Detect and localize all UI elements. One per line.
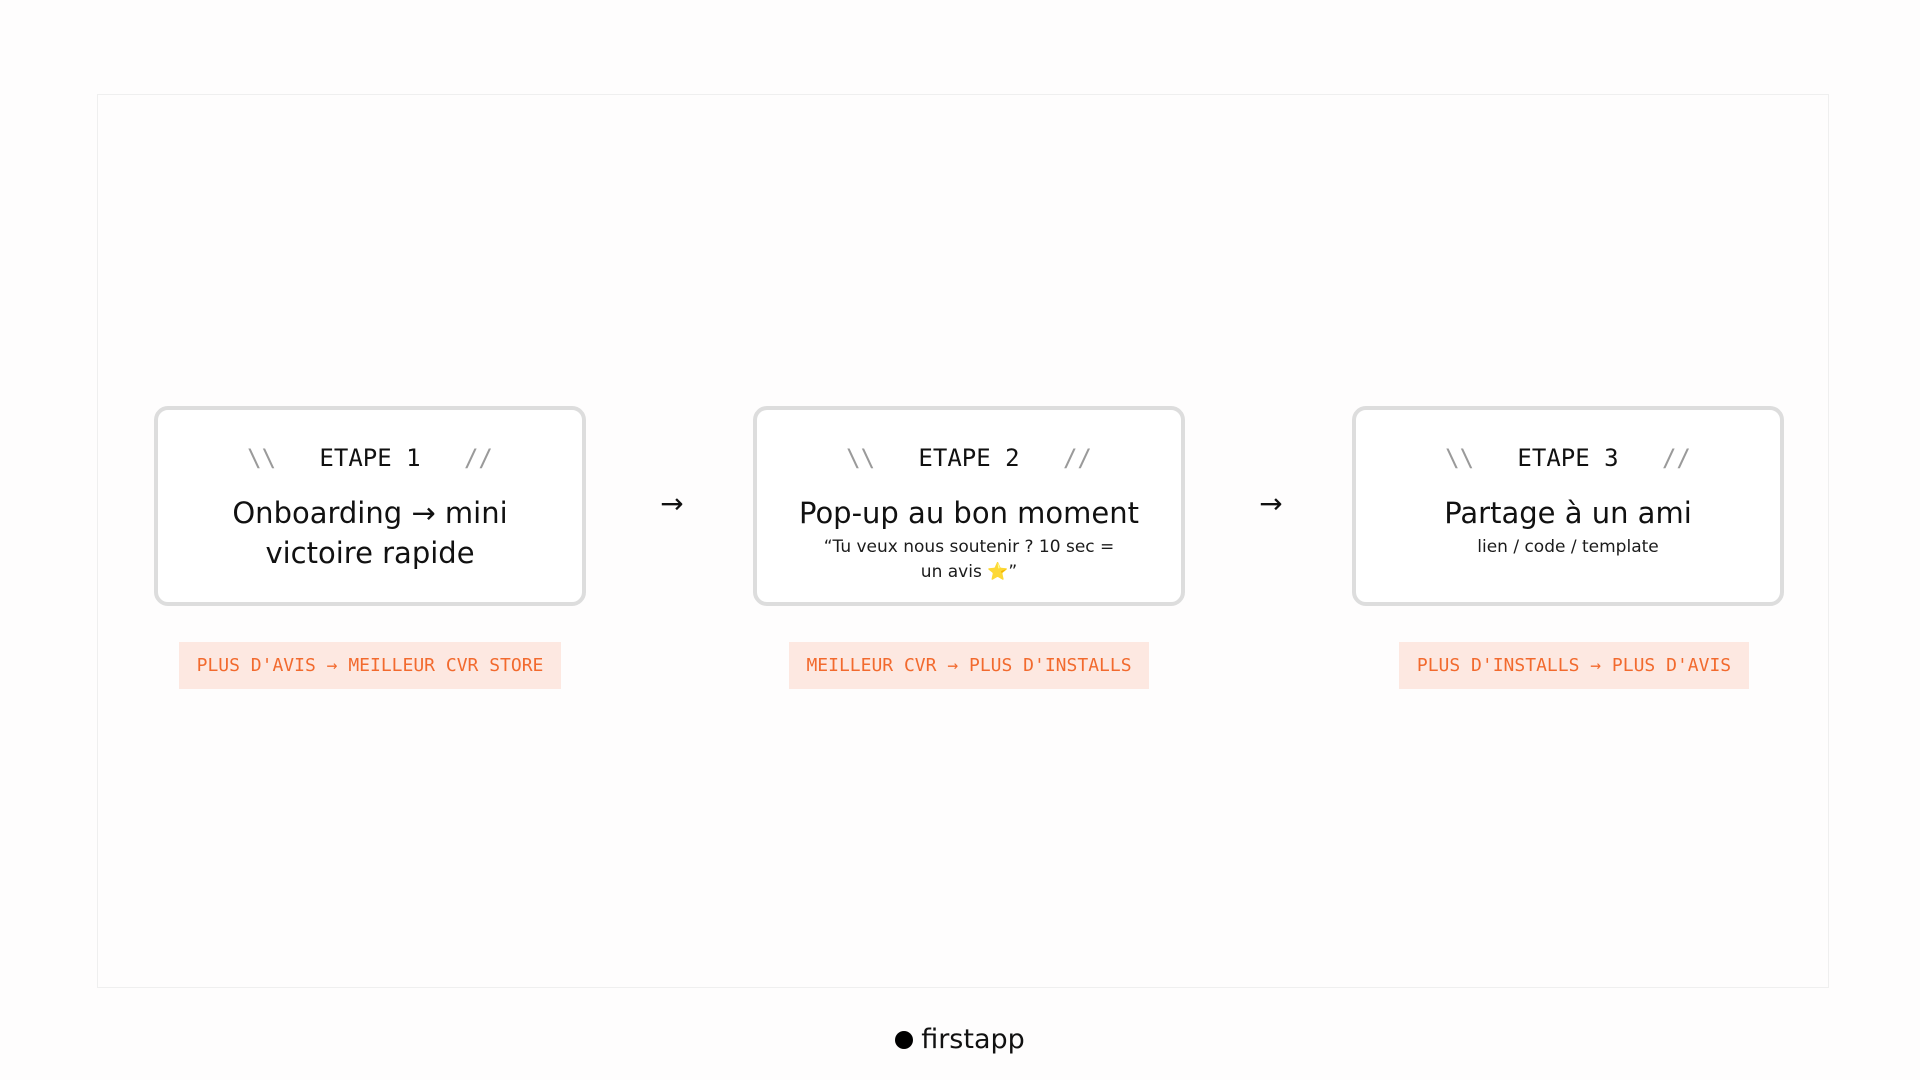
brand-name: firstapp [921, 1024, 1025, 1055]
step-1-outcome-tag: PLUS D'AVIS → MEILLEUR CVR STORE [179, 642, 561, 689]
step-3-left-slashes: \\ [1445, 444, 1475, 472]
step-2-left-slashes: \\ [846, 444, 876, 472]
step-header-1: \\ ETAPE 1 // [158, 443, 582, 473]
step-2-right-slashes: // [1062, 444, 1092, 472]
connector-arrow-2: → [1259, 487, 1283, 520]
step-3-right-slashes: // [1661, 444, 1691, 472]
step-3-subtitle: lien / code / template [1477, 537, 1659, 557]
footer: firstapp [0, 1020, 1920, 1060]
step-3-outcome-tag: PLUS D'INSTALLS → PLUS D'AVIS [1399, 642, 1749, 689]
step-1-title: Onboarding → mini victoire rapide [232, 496, 508, 570]
step-2-title: Pop-up au bon moment [798, 496, 1140, 530]
step-2-subtitle: “Tu veux nous soutenir ? 10 sec = un avi… [823, 537, 1115, 582]
step-card-1: \\ ETAPE 1 // Onboarding → mini victoire… [154, 406, 586, 606]
step-header-2: \\ ETAPE 2 // [757, 443, 1181, 473]
step-header-3: \\ ETAPE 3 // [1356, 443, 1780, 473]
step-1-right-slashes: // [463, 444, 493, 472]
step-1-label: ETAPE 1 [319, 444, 421, 472]
brand-dot-icon [895, 1031, 914, 1049]
step-2-label: ETAPE 2 [918, 444, 1020, 472]
step-card-2: \\ ETAPE 2 // Pop-up au bon moment “Tu v… [753, 406, 1185, 606]
step-3-title: Partage à un ami [1444, 496, 1692, 530]
step-2-outcome-tag: MEILLEUR CVR → PLUS D'INSTALLS [789, 642, 1149, 689]
brand-logo: firstapp [895, 1020, 1025, 1060]
step-1-left-slashes: \\ [247, 444, 277, 472]
step-card-3: \\ ETAPE 3 // Partage à un ami lien / co… [1352, 406, 1784, 606]
step-3-label: ETAPE 3 [1517, 444, 1619, 472]
connector-arrow-1: → [660, 487, 684, 520]
